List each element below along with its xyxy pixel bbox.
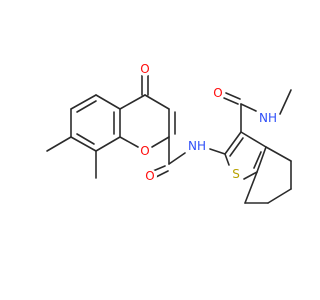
- amide-oxygen-atom-1: O: [143, 169, 157, 183]
- svg-text:O: O: [140, 62, 149, 76]
- bonds-pyranone-ring: [119, 94, 176, 148]
- bonds-methyl-groups: [46, 136, 97, 179]
- bond-ketone: [141, 74, 149, 96]
- bonds-amide-2: [223, 89, 292, 133]
- svg-text:S: S: [232, 167, 240, 181]
- svg-text:O: O: [140, 144, 149, 158]
- atom-labels: O O O NH S O NH: [138, 62, 279, 183]
- ring-oxygen-atom: O: [138, 144, 152, 158]
- amide-nitrogen-atom-1: NH: [186, 139, 208, 153]
- svg-text:O: O: [145, 169, 154, 183]
- methylamide-nitrogen-atom: NH: [257, 111, 279, 125]
- thiophene-sulfur-atom: S: [229, 167, 243, 181]
- svg-text:O: O: [213, 86, 222, 100]
- svg-text:NH: NH: [259, 111, 277, 125]
- molecule-structure: O O O NH S O NH: [46, 62, 292, 204]
- svg-text:NH: NH: [188, 139, 206, 153]
- amide-oxygen-atom-2: O: [211, 86, 225, 100]
- ketone-oxygen-atom: O: [138, 62, 152, 76]
- bonds-cyclohexene-ring: [244, 146, 292, 204]
- bonds-benzene-ring: [70, 94, 121, 152]
- bonds-thiophene-ring: [224, 131, 267, 180]
- bonds-amide-1: [152, 136, 226, 178]
